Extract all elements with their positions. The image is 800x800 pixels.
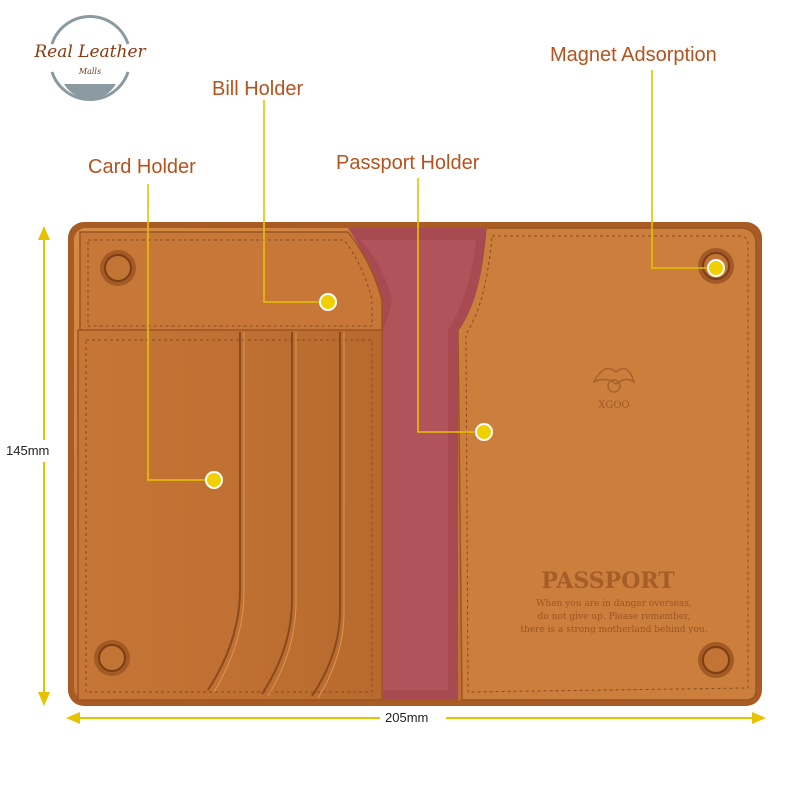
passport-line-3: there is a strong motherland behind you.: [520, 625, 707, 635]
logo-title: Real Leather: [34, 42, 146, 62]
passport-line-1: When you are in danger overseas,: [536, 599, 692, 609]
bill-holder-label: Bill Holder: [212, 78, 304, 100]
brand-logo: Real Leather Malls: [34, 10, 146, 106]
height-dimension-arrow: [38, 226, 50, 706]
card-slot-1: [207, 332, 241, 691]
passport-holder-dot: [475, 423, 493, 441]
logo-subtitle: Malls: [78, 67, 102, 76]
passport-holder-label: Passport Holder: [336, 152, 480, 174]
magnet-adsorption-line: [651, 70, 716, 269]
logo-ring-icon: [50, 14, 130, 102]
card-section: [77, 329, 383, 701]
bill-holder-line: [263, 100, 326, 303]
passport-title: PASSPORT: [541, 568, 675, 594]
width-dimension-arrow: [66, 712, 766, 724]
card-holder-line: [147, 184, 212, 481]
callout-dots: [205, 259, 725, 489]
snap-button-bottom-left: [94, 640, 130, 676]
width-dimension-label: 205mm: [383, 710, 431, 725]
brand-emboss-icon: [592, 367, 636, 393]
card-slot-3: [311, 332, 341, 697]
bill-holder-dot: [319, 293, 337, 311]
passport-holder-line: [417, 178, 482, 433]
bill-pocket: [79, 231, 383, 333]
height-dimension-label: 145mm: [4, 443, 52, 458]
card-holder-label: Card Holder: [88, 156, 196, 178]
card-slot-2: [261, 332, 293, 695]
brand-mark-text: XGOO: [598, 400, 630, 411]
callout-lines: [147, 70, 716, 481]
snap-button-bottom-right: [698, 642, 734, 678]
passport-line-2: do not give up. Please remember,: [538, 612, 691, 622]
snap-button-top-left: [100, 250, 136, 286]
magnet-adsorption-dot: [707, 259, 725, 277]
card-holder-dot: [205, 471, 223, 489]
magnet-adsorption-label: Magnet Adsorption: [550, 44, 717, 66]
